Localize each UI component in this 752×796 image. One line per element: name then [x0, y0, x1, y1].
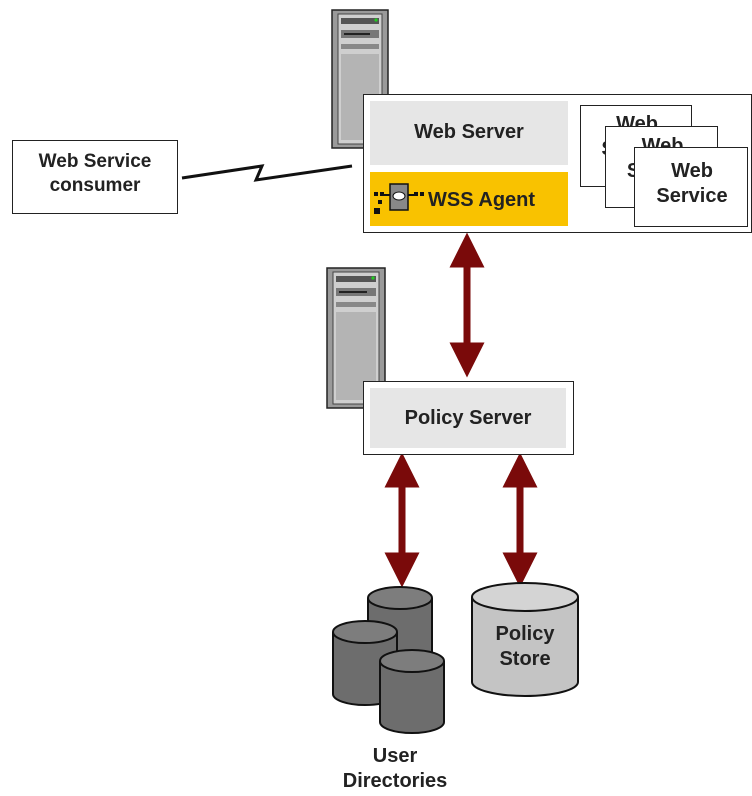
web-service-consumer-label: Web Service consumer	[38, 151, 152, 196]
web-service-label-front: Web Service	[656, 160, 728, 207]
policy-server-label-bg	[370, 388, 566, 448]
policy-store-label: Policy Store	[495, 623, 555, 670]
web-server-label-bg	[370, 101, 568, 165]
web-service-box-front: Web Service	[634, 147, 748, 227]
web-server-label: Web Server	[414, 121, 524, 143]
web-service-consumer-box	[12, 140, 178, 214]
user-directories-label: User Directories	[342, 745, 448, 792]
lightning-link-icon	[181, 164, 353, 182]
wss-agent-label: WSS Agent	[428, 189, 536, 211]
agent-plug-icon	[374, 183, 424, 214]
policy-server-label: Policy Server	[404, 407, 532, 429]
database-icon	[379, 649, 445, 734]
database-icon	[471, 582, 579, 697]
